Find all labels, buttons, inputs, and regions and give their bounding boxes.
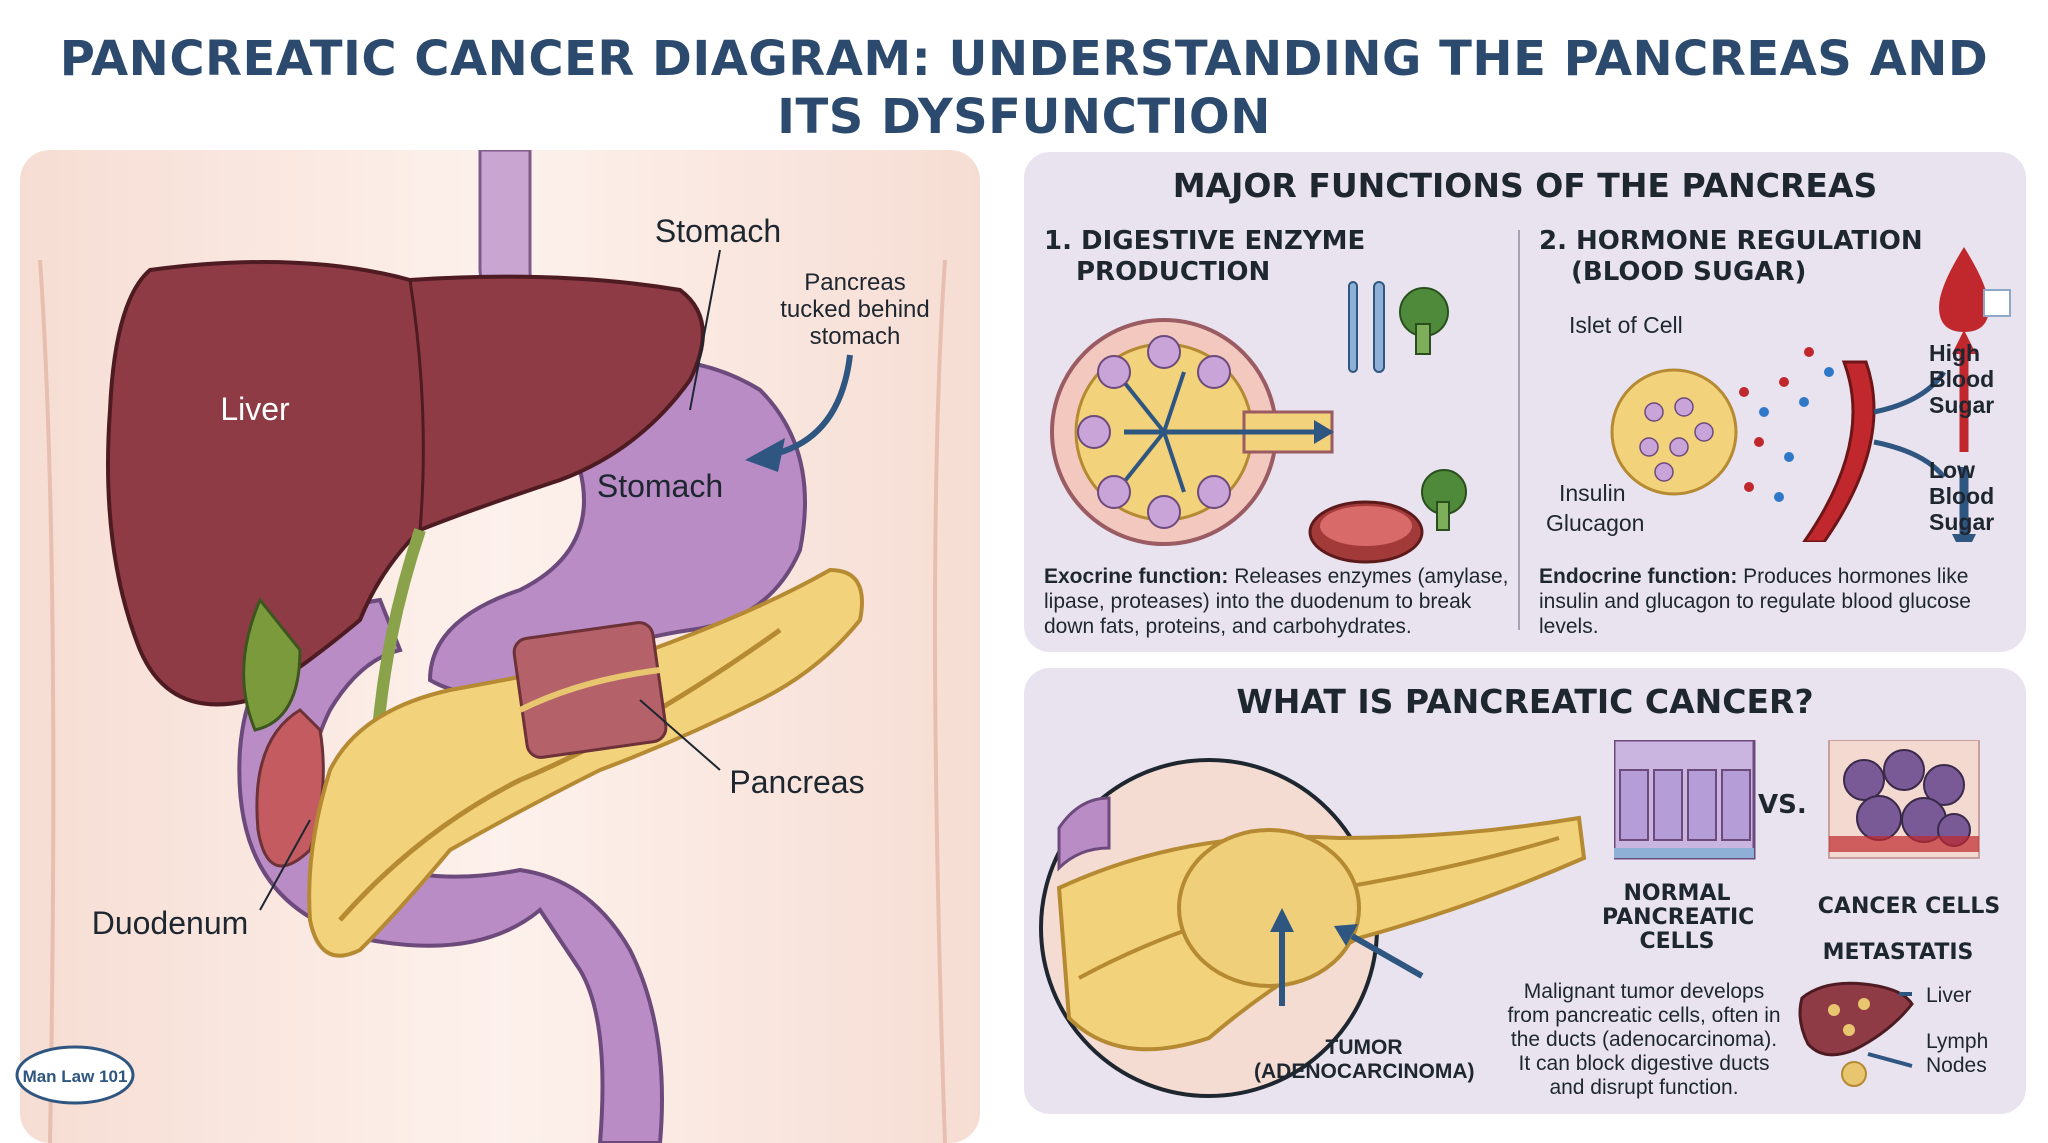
cells-illustration xyxy=(1614,740,1980,860)
tumor-1: TUMOR xyxy=(1325,1036,1403,1059)
acinar-cells xyxy=(1077,335,1231,529)
hormone-illustration xyxy=(1610,247,2011,542)
met-lymph-label: Lymph Nodes xyxy=(1926,1030,1988,1078)
metastasis-illustration xyxy=(1798,981,1914,1087)
functions-title: MAJOR FUNCTIONS OF THE PANCREAS xyxy=(1172,166,1878,205)
digestive-heading-2: PRODUCTION xyxy=(1076,257,1271,287)
acinus-illustration xyxy=(1050,281,1467,564)
exocrine-desc: Exocrine function: Releases enzymes (amy… xyxy=(1044,564,1514,639)
blood-drop-icon xyxy=(1939,247,1989,332)
tumor-label: TUMOR (ADENOCARCINOMA) xyxy=(1254,1036,1474,1084)
insulin-label: Insulin xyxy=(1559,480,1626,506)
islet-label: Islet of Cell xyxy=(1569,312,1683,338)
liver-lobe-line xyxy=(408,279,425,531)
hormone-heading-2: (BLOOD SUGAR) xyxy=(1571,257,1807,287)
high-2: Blood xyxy=(1929,366,1995,392)
met-liver-label: Liver xyxy=(1926,984,1972,1007)
logo: Man Law 101 xyxy=(15,1045,135,1105)
meat-icon xyxy=(1308,500,1424,564)
gallbladder xyxy=(242,597,302,732)
label-duodenum: Duodenum xyxy=(92,905,249,941)
logo-text: Man Law 101 xyxy=(23,1067,128,1086)
normal-3: CELLS xyxy=(1639,929,1715,954)
hormone-heading-1: 2. HORMONE REGULATION xyxy=(1539,226,1923,256)
digestive-heading-1: 1. DIGESTIVE ENZYME xyxy=(1044,226,1366,256)
malignant-1: Malignant tumor develops xyxy=(1523,980,1765,1003)
cancer-title: WHAT IS PANCREATIC CANCER? xyxy=(1236,682,1814,721)
broccoli-icon xyxy=(1399,287,1467,531)
anatomy-illustration: Stomach Pancreas tucked behind stomach L… xyxy=(15,150,980,1143)
page-title: PANCREATIC CANCER DIAGRAM: UNDERSTANDING… xyxy=(0,30,2048,146)
label-note-1: Pancreas xyxy=(804,269,905,296)
low-2: Blood xyxy=(1929,483,1995,509)
endocrine-desc: Endocrine function: Produces hormones li… xyxy=(1539,564,2009,639)
met-liver-icon xyxy=(1798,981,1914,1057)
cancer-panel: WHAT IS PANCREATIC CANCER? VS. NORMAL PA… xyxy=(1024,668,2026,1114)
low-1: Low xyxy=(1929,457,1975,483)
high-1: High xyxy=(1929,340,1981,366)
malignant-5: and disrupt function. xyxy=(1549,1076,1739,1099)
label-liver: Liver xyxy=(220,391,290,427)
column-divider xyxy=(1518,230,1520,630)
malignant-desc: Malignant tumor develops from pancreatic… xyxy=(1484,980,1804,1100)
high-blood-sugar: High Blood Sugar xyxy=(1929,340,1994,418)
normal-2: PANCREATIC xyxy=(1602,905,1755,930)
normal-1: NORMAL xyxy=(1623,881,1731,906)
hormone-heading: 2. HORMONE REGULATION (BLOOD SUGAR) xyxy=(1539,226,1923,288)
lymph-node-icon xyxy=(1841,1061,1867,1087)
arrow-to-low xyxy=(1873,439,1946,479)
islet-cell xyxy=(1610,368,1738,496)
normal-cells-label: NORMAL PANCREATIC CELLS xyxy=(1602,881,1755,954)
title-line-2: ITS DYSFUNCTION xyxy=(777,89,1271,145)
tumor-arrows xyxy=(1270,908,1424,1006)
pancreas-cutaway xyxy=(512,621,668,759)
stomach-top-leader xyxy=(689,249,721,411)
malignant-4: It can block digestive ducts xyxy=(1518,1052,1770,1075)
fork-knife-icon xyxy=(1348,281,1385,373)
malignant-3: the ducts (adenocarcinoma). xyxy=(1510,1028,1778,1051)
endocrine-bold: Endocrine function: xyxy=(1539,565,1738,588)
exocrine-bold: Exocrine function: xyxy=(1044,565,1229,588)
arrow-to-high xyxy=(1873,370,1947,415)
blood-vessel xyxy=(1802,360,1876,542)
exocrine-text: Releases enzymes (amylase, lipase, prote… xyxy=(1044,565,1509,638)
cancer-cell-cluster xyxy=(1843,749,1971,847)
tumor-2: (ADENOCARCINOMA) xyxy=(1254,1060,1475,1083)
lymph-2: Nodes xyxy=(1926,1054,1987,1077)
note-arrowhead xyxy=(745,438,785,472)
label-stomach: Stomach xyxy=(597,468,723,504)
tumor-illustration xyxy=(1039,758,1587,1098)
duodenum-leader xyxy=(259,819,311,911)
sugar-cube xyxy=(1983,289,2011,317)
lymph-1: Lymph xyxy=(1926,1030,1989,1053)
malignant-2: from pancreatic cells, often in xyxy=(1507,1004,1781,1027)
low-blood-sugar: Low Blood Sugar xyxy=(1929,457,1994,535)
duodenum-zoom xyxy=(1057,796,1111,872)
functions-panel: MAJOR FUNCTIONS OF THE PANCREAS 1. DIGES… xyxy=(1024,152,2026,652)
body-outline-left xyxy=(38,259,56,1143)
cutaway-duct xyxy=(518,667,661,713)
hormone-dots xyxy=(1739,347,1834,502)
pancreas-leader xyxy=(639,699,721,771)
label-stomach-top: Stomach xyxy=(655,213,781,249)
endocrine-text: Produces hormones like insulin and gluca… xyxy=(1539,565,1971,638)
label-note-2: tucked behind xyxy=(780,296,929,323)
liver-shape xyxy=(106,260,705,707)
label-note-3: stomach xyxy=(810,323,901,350)
low-3: Sugar xyxy=(1929,509,1995,535)
vs-label: VS. xyxy=(1758,790,1807,820)
title-line-1: PANCREATIC CANCER DIAGRAM: UNDERSTANDING… xyxy=(59,31,1989,87)
body-outline-right xyxy=(933,259,947,1143)
cancer-cells-label: CANCER CELLS xyxy=(1817,894,2001,919)
high-3: Sugar xyxy=(1929,392,1995,418)
note-arrow xyxy=(769,354,853,458)
label-pancreas: Pancreas xyxy=(729,764,864,800)
digestive-heading: 1. DIGESTIVE ENZYME PRODUCTION xyxy=(1044,226,1365,288)
glucagon-label: Glucagon xyxy=(1546,510,1645,536)
duct-arrowhead xyxy=(1314,420,1334,444)
metastasis-label: METASTATIS xyxy=(1822,940,1974,965)
tumor-mass xyxy=(1177,828,1361,988)
pancreatic-duct xyxy=(338,627,782,922)
